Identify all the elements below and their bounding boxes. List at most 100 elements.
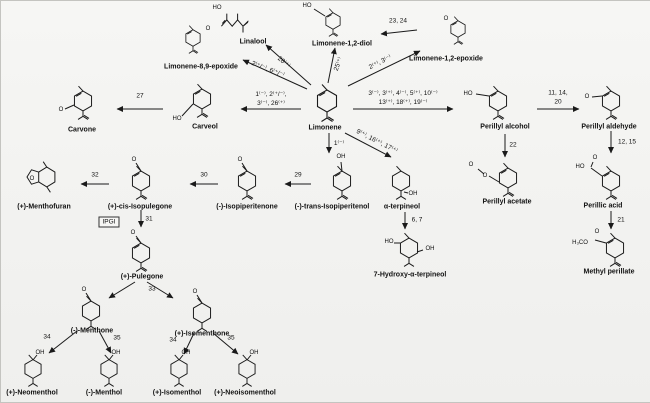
compound-label-carvone: Carvone	[67, 126, 97, 134]
compound-label-limonene-12-epoxide: Limonene-1,2-epoxide	[409, 55, 483, 63]
atom-label-neoisomenthol-oh: OH	[249, 350, 259, 356]
atom-label-perillic-acid-ho: HO	[575, 164, 585, 170]
compound-label-pulegone: (+)-Pulegone	[120, 273, 164, 281]
enzyme-label-31: 31	[145, 215, 153, 223]
neoisomenthol-structure	[238, 354, 256, 387]
pulegone-structure	[131, 237, 151, 272]
enzyme-label-34-menthone: 34	[43, 333, 51, 341]
compound-label-cis-isopulegone: (+)-cis-Isopulegone	[107, 203, 173, 211]
compound-label-limonene: Limonene	[308, 124, 342, 132]
atom-label-carveol-ho: HO	[172, 116, 182, 122]
enzyme-label-23-24: 23, 24	[388, 17, 408, 25]
enzyme-label-carveol-line2: 3⁽⁻⁾, 26⁽⁺⁾	[257, 100, 285, 107]
enzyme-label-34-isomenthone: 34	[169, 336, 177, 344]
atom-label-methyl-perillate-h3co: H₃CO	[572, 240, 588, 246]
compound-label-neomenthol: (+)-Neomenthol	[6, 389, 58, 397]
arrow-limonene-to-epoxide89	[242, 59, 308, 90]
compound-label-perillyl-alcohol: Perillyl alcohol	[480, 123, 530, 131]
perillic-acid-structure	[601, 165, 621, 200]
compound-label-isomenthone: (+)-Isomenthone	[174, 330, 230, 338]
compound-label-carveol: Carveol	[192, 123, 218, 131]
limonene-12-diol-structure	[325, 8, 341, 37]
limonene-12-epoxide-structure	[450, 16, 466, 45]
enzyme-label-20: 20	[554, 98, 562, 106]
compound-label-isomenthol: (+)-Isomenthol	[152, 389, 202, 397]
perillyl-acetate-structure	[498, 162, 518, 197]
neomenthol-structure	[24, 354, 42, 387]
compound-label-alpha-terpineol: α-terpineol	[383, 203, 421, 211]
atom-label-acetate-o1: O	[468, 162, 474, 168]
compound-label-menthofuran: (+)-Menthofuran	[17, 203, 71, 211]
enzyme-label-1: 1⁽⁻⁾	[333, 140, 345, 147]
compound-label-menthone: (-)-Menthone	[70, 327, 114, 335]
enzyme-label-33: 33	[148, 285, 156, 293]
perillyl-alcohol-structure	[488, 85, 508, 120]
atom-label-menthofuran-o: O	[29, 176, 35, 182]
atom-label-perillyl-alcohol-ho: HO	[463, 91, 473, 97]
hydroxy-terpineol-structure	[399, 232, 419, 267]
atom-label-isomenthone-o: O	[192, 289, 198, 295]
atom-label-epoxide89-o: O	[205, 26, 211, 32]
compound-label-perillyl-aldehyde: Perillyl aldehyde	[581, 123, 637, 131]
atom-label-menthol-oh: OH	[111, 350, 121, 356]
enzyme-label-35-isomenthone: 35	[227, 334, 235, 342]
enzyme-label-35-menthone: 35	[113, 334, 121, 342]
arrow-menthone-to-neomenthol	[48, 330, 78, 354]
compound-label-methyl-perillate: Methyl perillate	[583, 268, 635, 276]
isomenthone-structure	[192, 297, 212, 332]
limonene-89-epoxide-structure	[185, 25, 201, 54]
compound-label-linalool: Linalool	[239, 38, 267, 46]
atom-label-hydroxyterpineol-oh: OH	[425, 246, 435, 252]
isomenthol-structure	[170, 354, 188, 387]
arrow-isomenthone-to-neoisomenthol	[212, 332, 239, 355]
compound-label-perillyl-acetate: Perillyl acetate	[482, 198, 532, 206]
enzyme-label-30: 30	[200, 171, 208, 179]
enzyme-label-6-7: 6, 7	[411, 216, 423, 224]
arrow-isomenthone-to-isomenthol	[183, 332, 195, 355]
compound-label-trans-isopiperitenol: (-)-trans-Isopiperitenol	[294, 203, 370, 211]
enzyme-label-21: 21	[617, 216, 625, 224]
arrow-limonene-to-terpineol	[344, 132, 392, 158]
isopiperitenone-structure	[237, 165, 257, 200]
enzyme-label-32: 32	[91, 171, 99, 179]
arrow-epoxide12-to-diol	[380, 29, 418, 37]
atom-label-linalool-ho: HO	[212, 5, 222, 11]
compound-label-neoisomenthol: (+)-Neoisomenthol	[214, 389, 276, 397]
atom-label-menthone-o: O	[81, 287, 87, 293]
carveol-structure	[192, 83, 212, 118]
atom-label-isopiperitenol-oh: OH	[336, 154, 346, 160]
enzyme-label-perillyl-line2: 13⁽⁺⁾, 18⁽⁺⁾, 19⁽⁻⁾	[378, 99, 428, 106]
atom-label-isopiperitenone-o: O	[237, 157, 243, 163]
atom-label-epoxide12-o: O	[443, 16, 449, 22]
compound-label-isopiperitenone: (-)-Isopiperitenone	[216, 203, 278, 211]
ipgi-box: IPGI	[98, 216, 120, 228]
atom-label-diol-ho: HO	[302, 3, 312, 9]
perillyl-aldehyde-structure	[601, 85, 621, 120]
linalool-structure	[220, 13, 249, 33]
compound-label-menthol: (-)-Menthol	[85, 389, 123, 397]
enzyme-label-27: 27	[136, 92, 144, 100]
atom-label-terpineol-oh: OH	[408, 191, 418, 197]
enzyme-label-22: 22	[509, 141, 517, 149]
enzyme-label-carveol-line1: 1⁽⁻⁾, 2⁽⁺/⁻⁾,	[255, 91, 287, 98]
compound-label-hydroxy-terpineol: 7-Hydroxy-α-terpineol	[373, 271, 447, 279]
compound-label-limonene-89-epoxide: Limonene-8,9-epoxide	[164, 63, 238, 71]
atom-label-isopulegone-o: O	[131, 157, 137, 163]
compound-label-limonene-12-diol: Limonene-1,2-diol	[312, 40, 372, 48]
arrow-pulegone-to-menthone	[108, 281, 136, 299]
trans-isopiperitenol-structure	[332, 165, 352, 200]
enzyme-label-29: 29	[294, 171, 302, 179]
atom-label-acetate-o2: O	[482, 173, 488, 179]
atom-label-isomenthol-oh: OH	[181, 350, 191, 356]
bond-connectors	[32, 8, 607, 361]
enzyme-label-perillyl-line1: 3⁽⁻⁾, 3⁽⁺⁾, 4⁽⁻⁾, 5⁽⁺⁾, 10⁽⁻⁾	[368, 90, 438, 97]
atom-label-perillyl-aldehyde-o: O	[584, 94, 590, 100]
atom-label-perillic-acid-o: O	[592, 155, 598, 161]
menthol-structure	[100, 354, 118, 387]
atom-label-methyl-perillate-o: O	[594, 229, 600, 235]
limonene-structure	[316, 83, 338, 123]
compound-label-perillic-acid: Perillic acid	[583, 202, 623, 210]
arrow-limonene-to-epoxide12	[347, 50, 421, 87]
atom-label-neomenthol-oh: OH	[35, 350, 45, 356]
